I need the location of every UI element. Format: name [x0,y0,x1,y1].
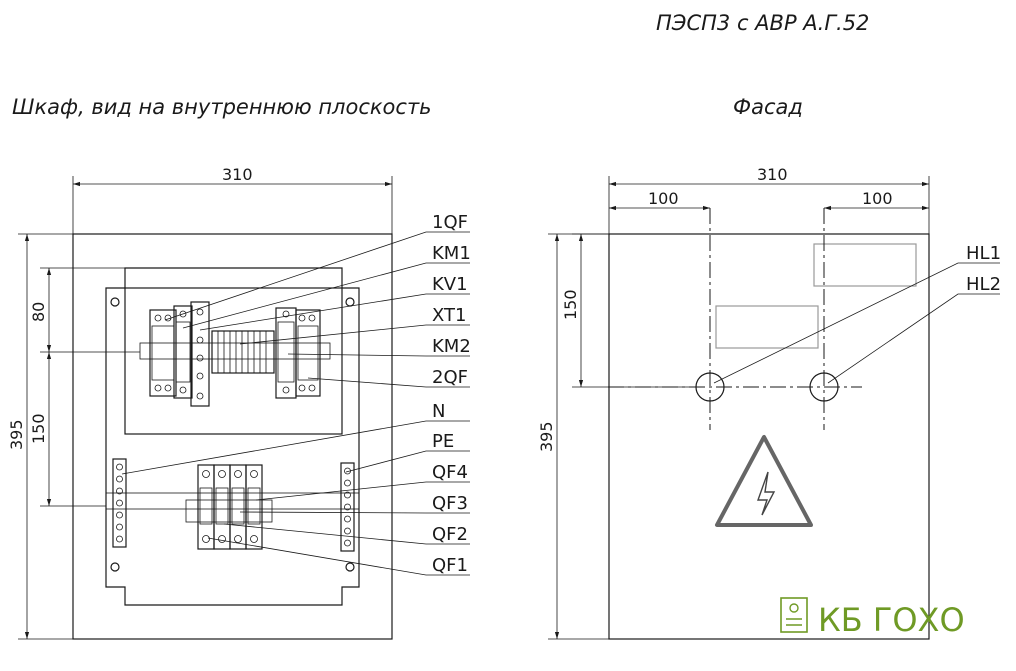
label-hl1: HL1 [966,243,1001,264]
left-dim-upper: 80 [29,302,48,322]
label-kv1: KV1 [432,274,468,295]
left-dimensions: 310 395 80 150 [7,165,393,640]
breaker-qf4 [245,464,263,550]
left-view-title: Шкаф, вид на внутреннюю плоскость [12,95,432,119]
mount-hole [345,297,355,307]
label-pe: PE [432,431,454,452]
mount-hole [345,562,355,572]
document-code: ПЭСП3 с АВР А.Г.52 [656,11,869,35]
high-voltage-warning-icon [715,435,813,527]
drawing-sheet-icon [780,597,808,633]
left-dim-height: 395 [7,419,26,450]
right-facade-view: 310 100 100 150 395 HL1 HL2 [537,165,1001,640]
right-dim-lamps: 150 [561,289,580,320]
right-cabinet-outline [608,233,930,640]
breaker-1qf [149,309,177,397]
terminal-block-xt1 [211,330,275,374]
label-km1: KM1 [432,243,471,264]
right-dim-width: 310 [757,165,788,184]
pe-bus [340,462,355,552]
upper-compartment [124,287,343,435]
n-bus [112,458,127,548]
label-qf1: QF1 [432,555,468,576]
upper-din-rail [139,342,331,360]
right-dimensions: 310 100 100 150 395 [537,165,930,640]
mount-hole [110,562,120,572]
right-dim-height: 395 [537,421,556,452]
label-qf4: QF4 [432,462,468,483]
logo: КБ ГОХО [780,597,965,639]
label-km2: KM2 [432,336,471,357]
breaker-qf1 [197,464,215,550]
mount-hole [110,297,120,307]
breaker-group-frame [185,499,273,523]
label-qf2: QF2 [432,524,468,545]
left-dim-width: 310 [222,165,253,184]
contactor-km2 [275,307,297,399]
label-1qf: 1QF [432,212,468,233]
left-dim-middle: 150 [29,413,48,444]
label-xt1: XT1 [432,305,466,326]
logo-text: КБ ГОХО [818,601,965,639]
leader-hl1 [713,262,1000,384]
relay-kv1 [190,301,210,407]
left-leaders [121,231,470,576]
lower-din-rail [105,492,360,510]
breaker-2qf [295,309,321,397]
right-dim-left: 100 [648,189,679,208]
right-view-title: Фасад [733,95,803,119]
label-n: N [432,401,445,422]
left-cabinet-view: 310 395 80 150 1QF KM1 KV1 [7,165,471,640]
left-cabinet-outline [72,233,393,640]
right-dim-right: 100 [862,189,893,208]
breaker-qf2 [213,464,231,550]
window-frame-upper [813,243,917,287]
label-hl2: HL2 [966,274,1001,295]
label-2qf: 2QF [432,367,468,388]
mounting-plate [105,267,360,606]
lamp-hl2 [809,372,839,402]
label-qf3: QF3 [432,493,468,514]
breaker-qf3 [229,464,247,550]
leader-hl2 [827,293,1000,384]
contactor-km1 [173,305,193,399]
window-frame-lower [715,305,819,349]
